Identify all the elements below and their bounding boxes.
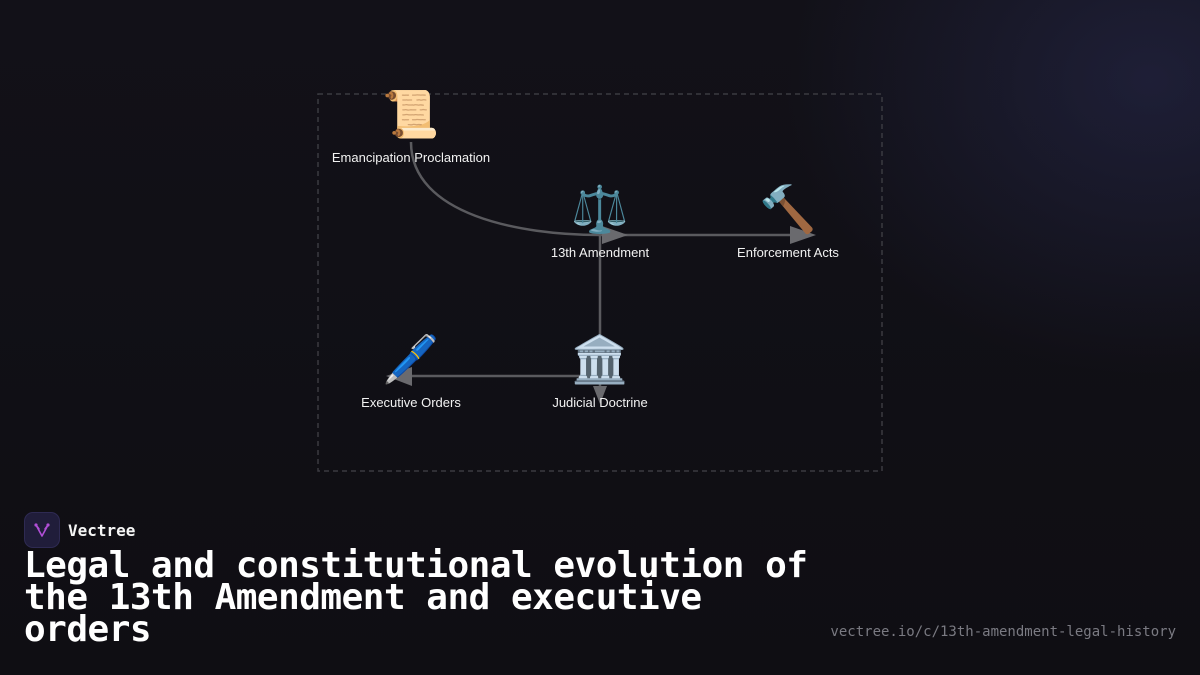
node-judicial-doctrine[interactable]: 🏛️ Judicial Doctrine — [552, 333, 647, 410]
node-label: 13th Amendment — [550, 245, 650, 260]
node-label: Emancipation Proclamation — [331, 150, 491, 165]
scroll-icon: 📜 — [382, 87, 440, 141]
pen-icon: 🖊️ — [382, 332, 440, 386]
brand-name: Vectree — [68, 520, 136, 540]
arrowhead-judicial-doctrine — [593, 386, 607, 404]
node-enforcement-acts[interactable]: 🔨 Enforcement Acts — [737, 183, 839, 260]
vectree-logo-icon — [24, 512, 60, 548]
node-executive-orders[interactable]: 🖊️ Executive Orders — [361, 333, 461, 410]
node-13th-amendment[interactable]: ⚖️ 13th Amendment — [551, 183, 649, 260]
page-title: Legal and constitutional evolution of th… — [24, 545, 808, 650]
source-url[interactable]: vectree.io/c/13th-amendment-legal-histor… — [830, 624, 1176, 640]
arrowhead-executive-orders — [386, 367, 412, 386]
node-label: Enforcement Acts — [737, 245, 839, 260]
edge-emancipation-to-13th-amendment — [409, 141, 601, 237]
classical-building-icon: 🏛️ — [571, 332, 629, 386]
hammer-icon: 🔨 — [759, 182, 817, 236]
arrowhead-13th-amendment — [602, 226, 628, 244]
brand[interactable]: Vectree — [24, 512, 135, 548]
node-label: Executive Orders — [361, 395, 461, 410]
scales-icon: ⚖️ — [571, 182, 629, 236]
node-emancipation-proclamation[interactable]: 📜 Emancipation Proclamation — [332, 88, 490, 165]
node-label: Judicial Doctrine — [552, 395, 648, 410]
group-boundary — [317, 93, 883, 472]
arrowhead-enforcement-acts — [790, 226, 816, 244]
